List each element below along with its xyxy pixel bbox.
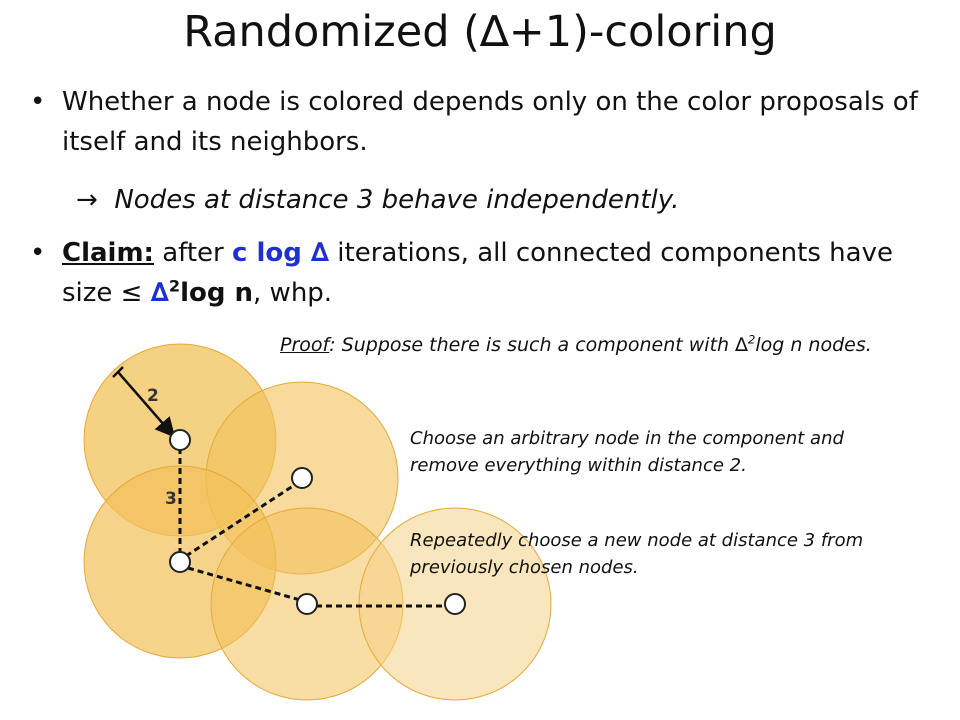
proof-label: Proof (280, 334, 330, 356)
radius-arrow (117, 371, 176, 438)
claim-size-rest: log n (180, 278, 254, 308)
node-top-right (291, 467, 313, 489)
implication-line: → Nodes at distance 3 behave independent… (76, 180, 679, 220)
node-right (444, 593, 466, 615)
bullet-dot: • (30, 238, 46, 268)
proof-line: Proof: Suppose there is such a component… (280, 332, 872, 358)
label-radius-2: 2 (147, 386, 159, 406)
radius-arrow-tick (112, 366, 124, 378)
label-distance-3: 3 (165, 489, 177, 509)
graph-edges (178, 448, 446, 608)
edge-middle-topright (185, 482, 297, 558)
claim-size-exp: 2 (168, 276, 181, 296)
graph-nodes (169, 429, 466, 615)
proof-text-1: : Suppose there is such a component with (329, 334, 736, 356)
node-bottom (296, 593, 318, 615)
proof-text-2: log n nodes. (755, 334, 872, 356)
node-top (169, 429, 191, 451)
claim-label: Claim: (62, 238, 154, 268)
proof-exp: 2 (747, 332, 756, 347)
note-choose-node: Choose an arbitrary node in the componen… (410, 428, 844, 476)
claim-text-3: , whp. (253, 278, 333, 308)
bullet-1-text: Whether a node is colored depends only o… (62, 87, 918, 157)
slide-title: Randomized (∆+1)-coloring (0, 2, 960, 62)
title-suffix: +1)-coloring (508, 7, 777, 57)
claim-text-2: iterations, all connected components hav… (62, 238, 893, 308)
note-repeat: Repeatedly choose a new node at distance… (410, 530, 864, 578)
bullet-dot: • (30, 87, 46, 117)
arrow-icon: → (76, 185, 98, 215)
title-delta: ∆ (479, 7, 509, 57)
node-middle (169, 551, 191, 573)
claim-iterations: c log ∆ (232, 238, 330, 268)
claim-size-delta: ∆ (150, 278, 169, 308)
claim-size: ∆2log n (151, 278, 253, 308)
implication-text: Nodes at distance 3 behave independently… (114, 185, 680, 215)
claim-text-1: after (153, 238, 232, 268)
title-prefix: Randomized ( (183, 7, 480, 57)
proof-delta: ∆ (735, 334, 748, 356)
bullet-2-text: Claim: after c log ∆ iterations, all con… (62, 233, 942, 313)
